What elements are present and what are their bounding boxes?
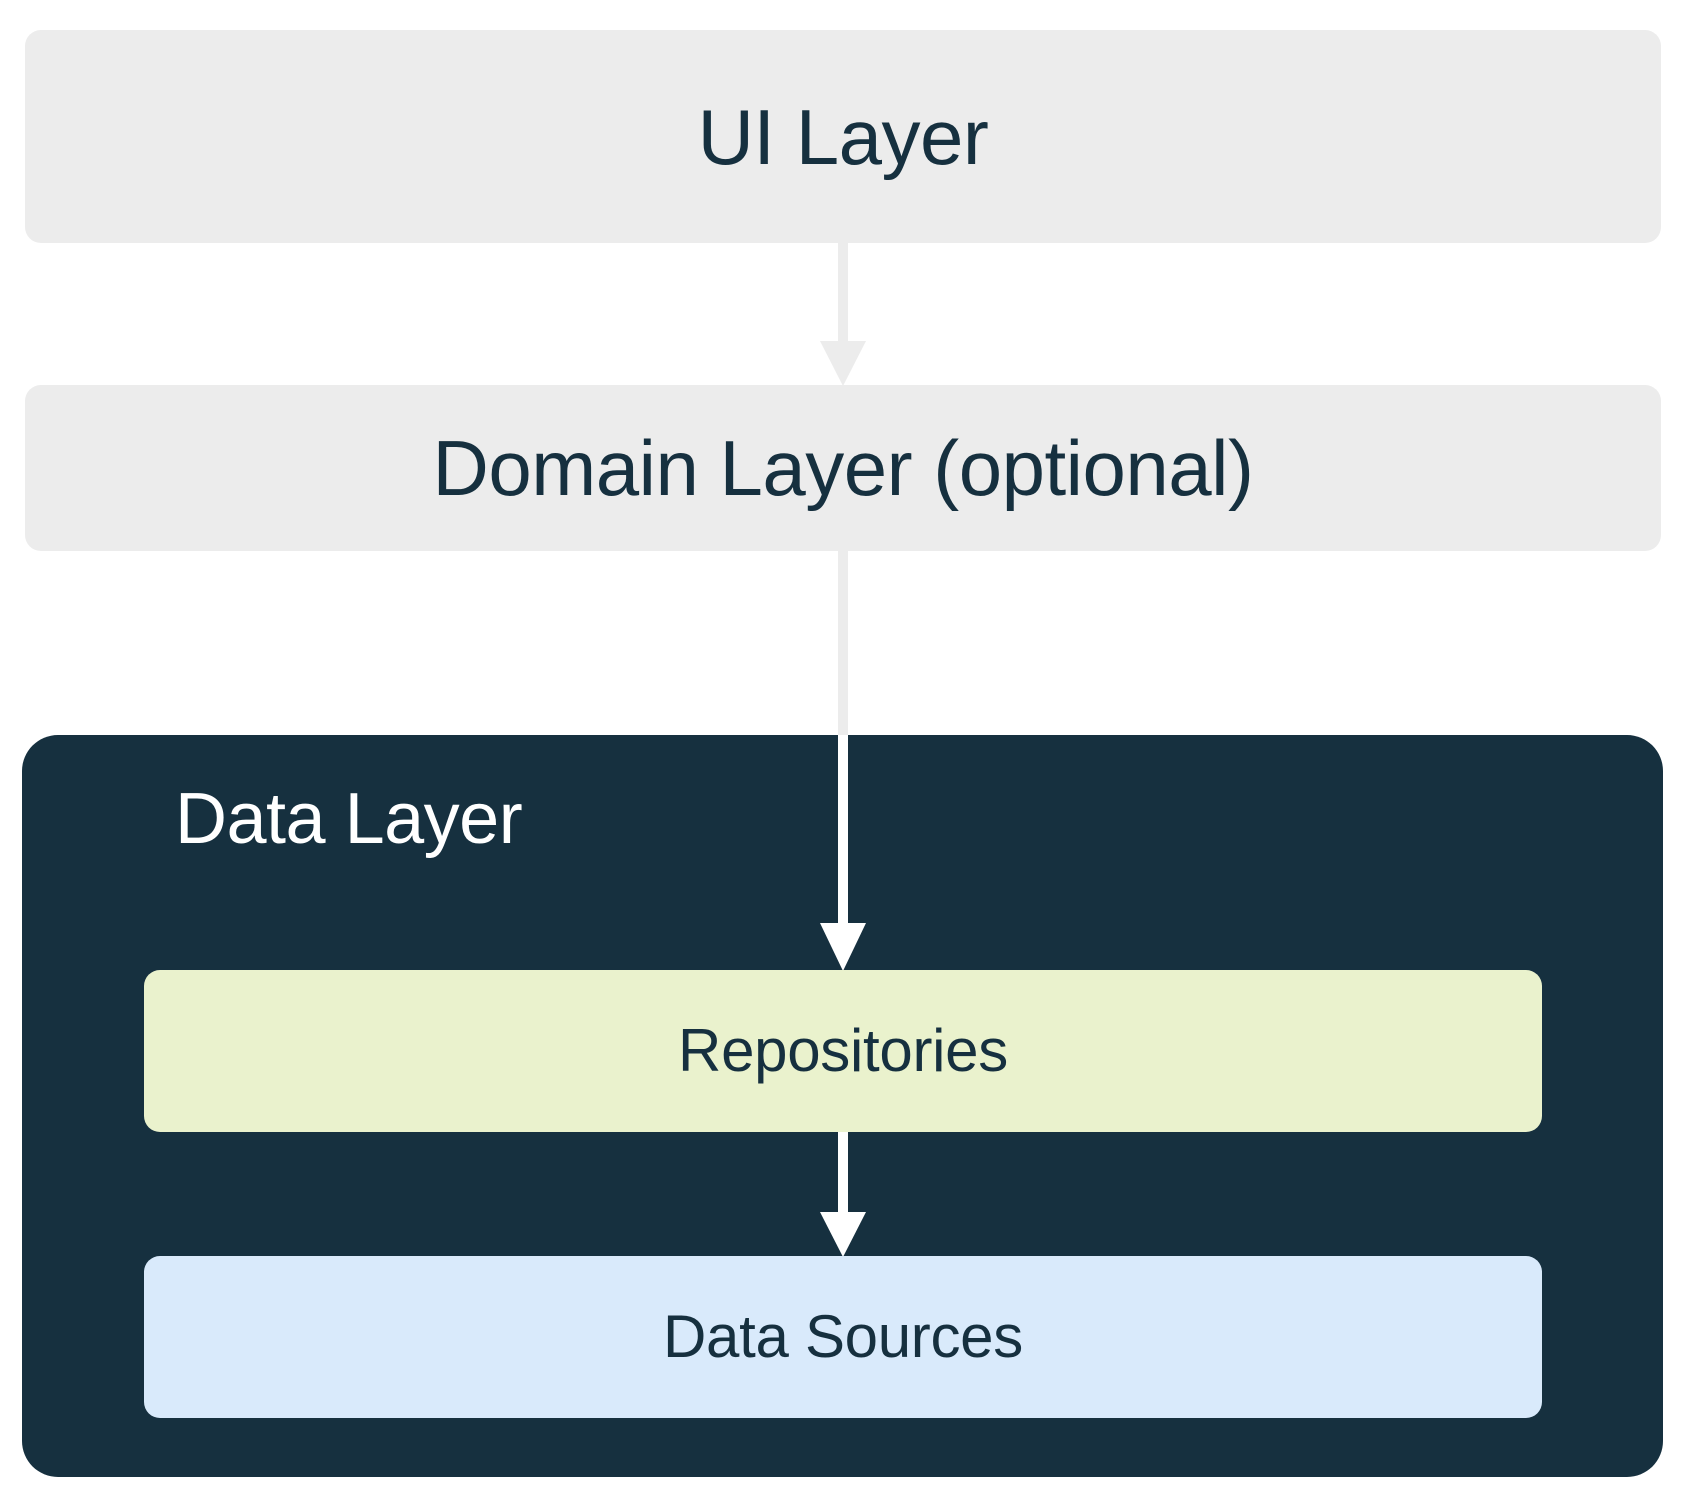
repositories-box: Repositories bbox=[144, 970, 1542, 1132]
domain-layer-box: Domain Layer (optional) bbox=[25, 385, 1661, 551]
domain-layer-label: Domain Layer (optional) bbox=[432, 424, 1254, 512]
arrow-ui-to-domain-icon bbox=[820, 243, 866, 386]
arrow-domain-to-repositories-stem-outer-icon bbox=[838, 551, 848, 736]
data-sources-label: Data Sources bbox=[663, 1303, 1023, 1370]
repositories-label: Repositories bbox=[678, 1017, 1008, 1084]
data-layer-label: Data Layer bbox=[175, 779, 523, 859]
data-sources-box: Data Sources bbox=[144, 1256, 1542, 1418]
ui-layer-box: UI Layer bbox=[25, 30, 1661, 243]
ui-layer-label: UI Layer bbox=[697, 92, 989, 181]
